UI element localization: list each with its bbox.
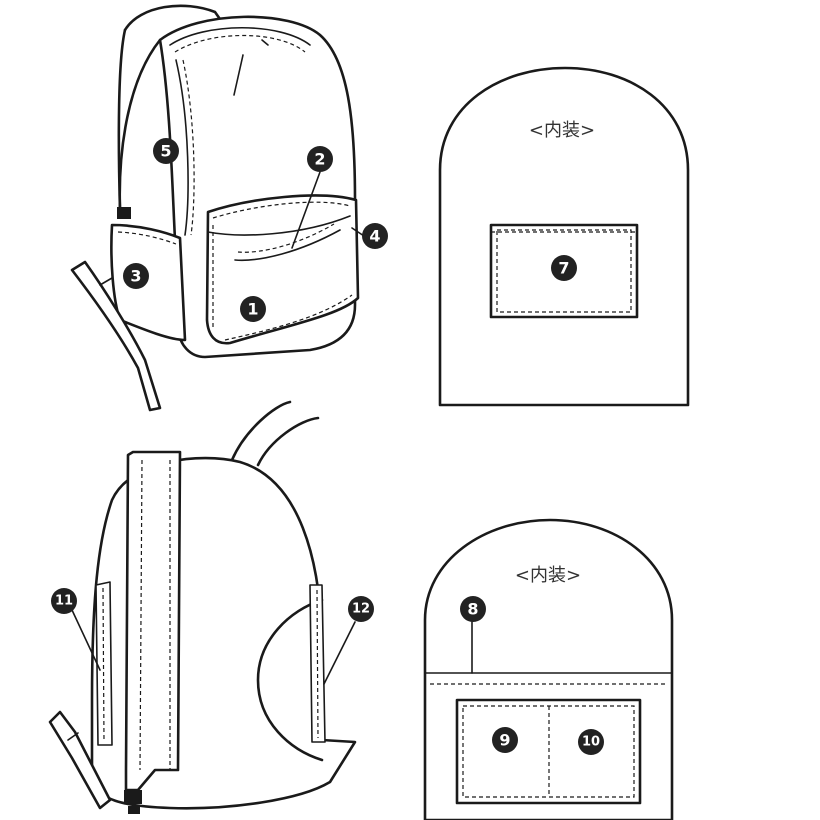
inner-label-2: <内装> [515,565,581,586]
svg-text:1: 1 [247,300,258,319]
marker-3: 3 [123,263,149,289]
svg-text:7: 7 [558,259,569,278]
svg-text:11: 11 [55,594,73,609]
marker-4: 4 [362,223,388,249]
marker-1: 1 [240,296,266,322]
backpack-back-view [48,400,357,814]
svg-text:8: 8 [467,600,478,619]
marker-11: 11 [51,588,77,614]
marker-7: 7 [551,255,577,281]
svg-text:12: 12 [352,602,370,617]
inner-label-1: <内装> [529,120,595,141]
marker-12: 12 [348,596,374,622]
svg-text:9: 9 [499,731,510,750]
marker-9: 9 [492,727,518,753]
svg-text:2: 2 [314,150,325,169]
marker-10: 10 [578,729,604,755]
svg-text:4: 4 [369,227,380,246]
inner-panel-bottom: <内装> [423,518,674,820]
marker-8: 8 [460,596,486,622]
inner-panel-top: <内装> [438,66,690,407]
svg-text:5: 5 [160,142,171,161]
svg-text:10: 10 [582,735,600,750]
marker-5: 5 [153,138,179,164]
backpack-front-view [70,4,365,412]
svg-text:3: 3 [130,267,141,286]
marker-2: 2 [307,146,333,172]
